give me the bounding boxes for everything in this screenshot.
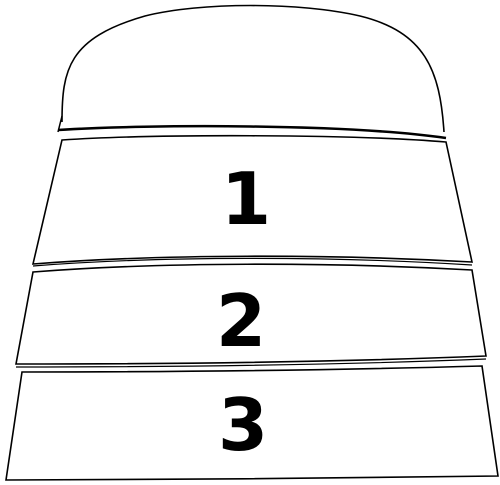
dome-rim-edge [57,115,63,133]
tier-1-label: 1 [221,157,271,241]
dome-rim [57,124,447,140]
tier-2-label: 2 [216,279,266,363]
tier-3-band [5,365,499,481]
tier-2-lower-edge [15,358,487,368]
tier-1-lower-edge [32,257,473,267]
tier-1-band [31,134,474,265]
tier-3-label: 3 [218,383,268,467]
tier-2-band [15,263,487,365]
dome-cap [61,4,445,133]
